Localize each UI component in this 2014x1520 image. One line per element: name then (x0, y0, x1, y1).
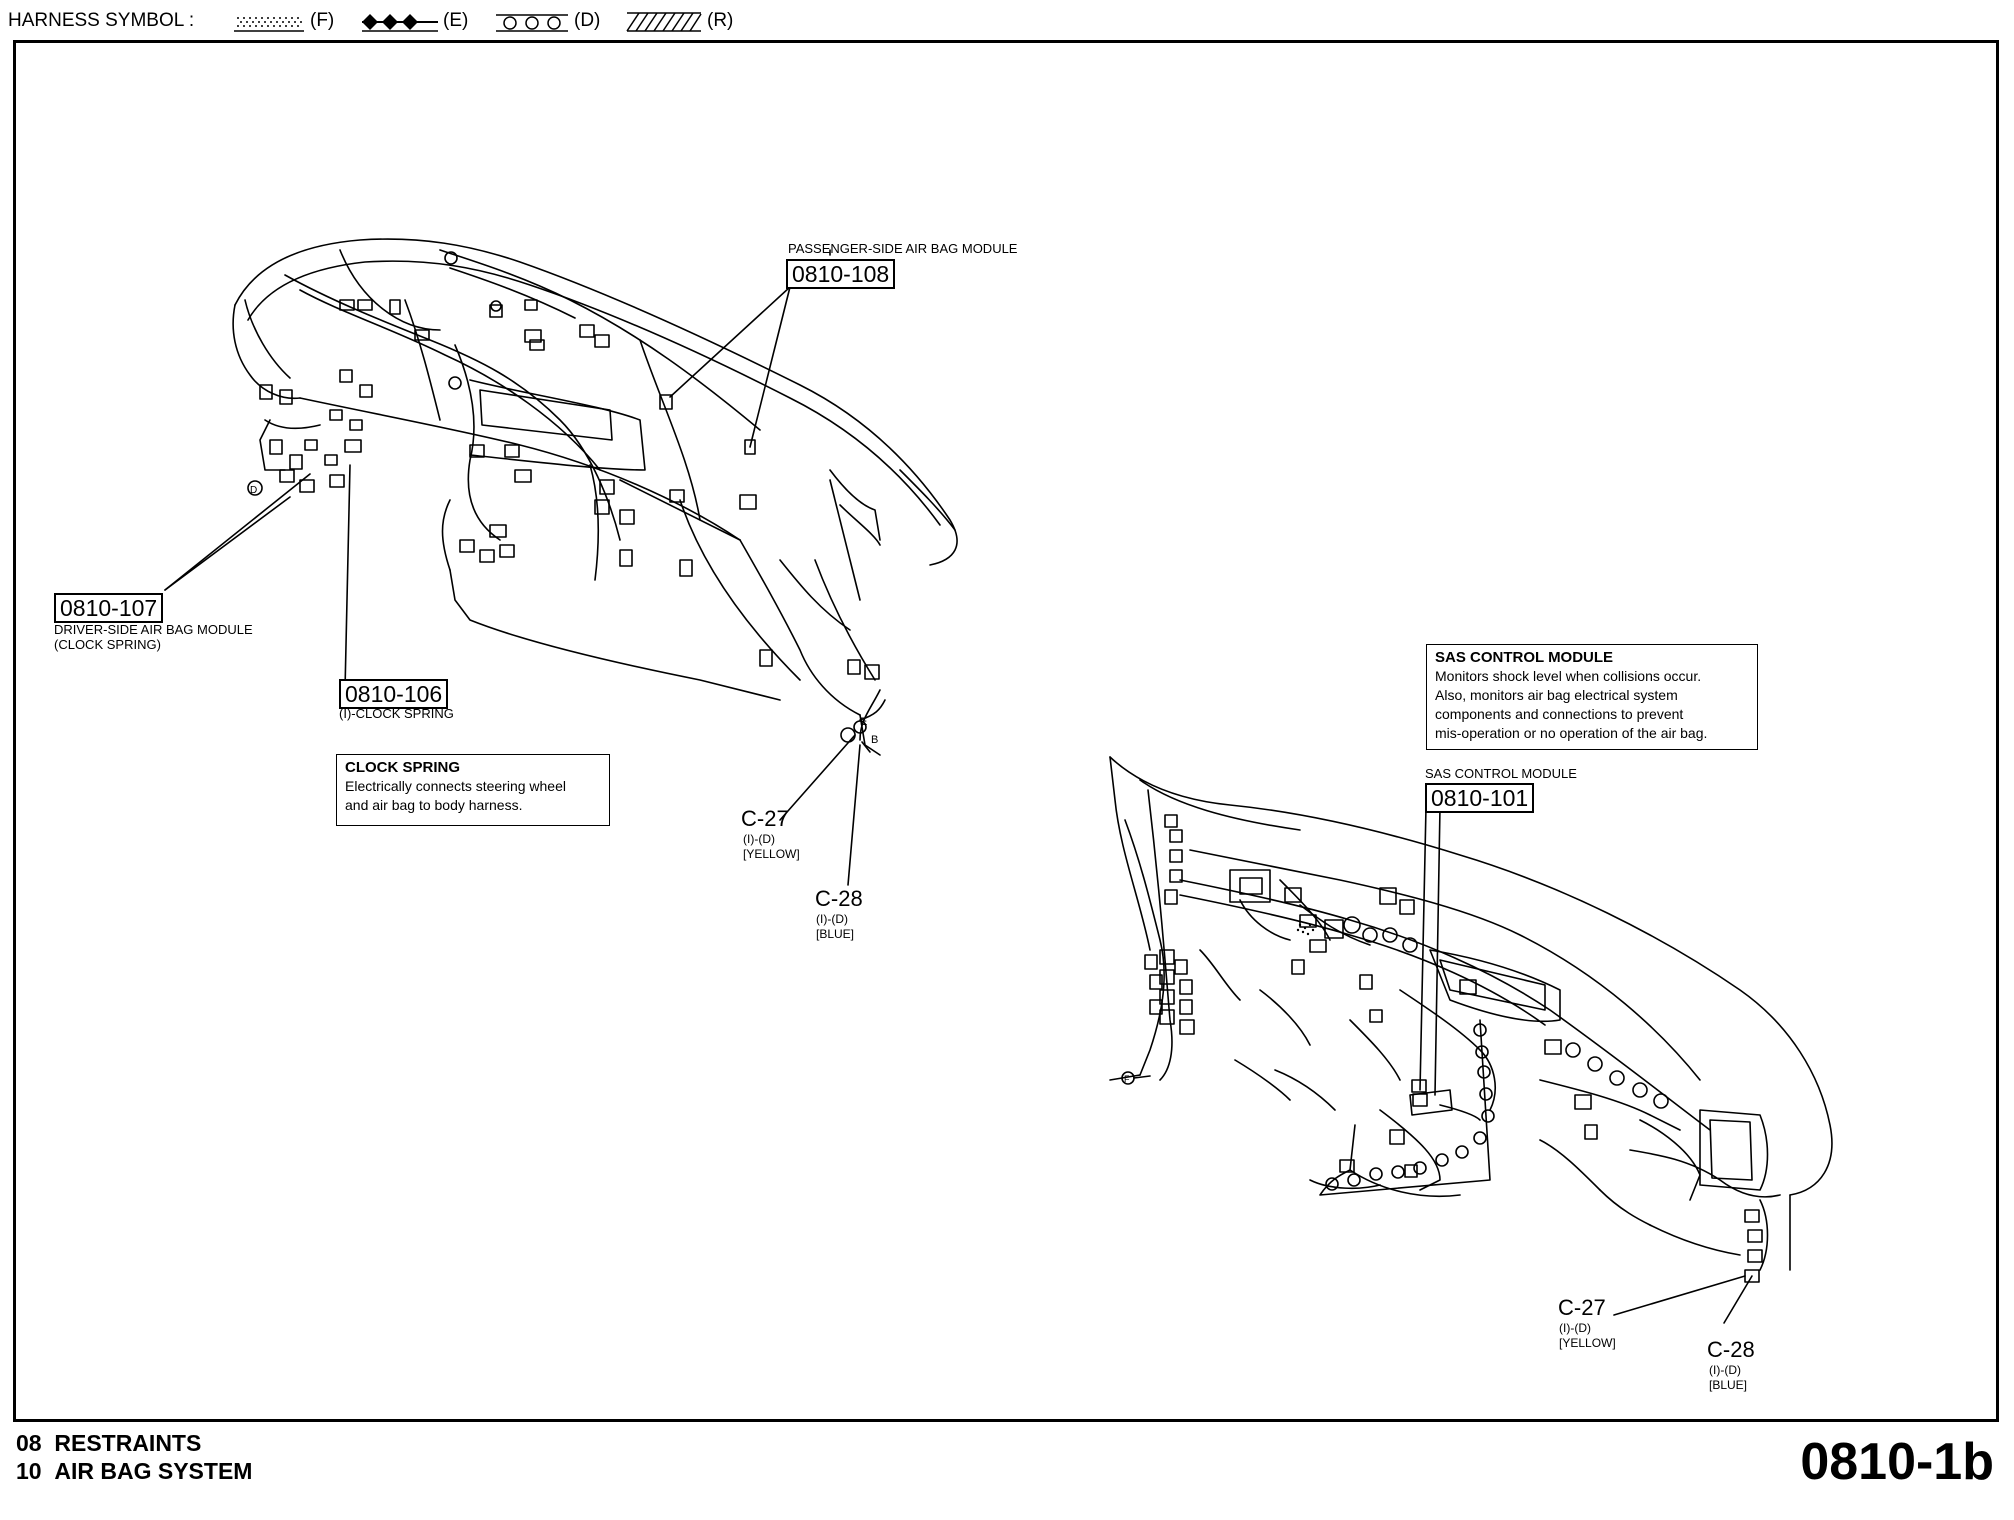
footer-subsection: 10 AIR BAG SYSTEM (16, 1458, 252, 1484)
marker-d-left: D (250, 485, 257, 496)
connector-c27-right-spec: (I)-(D) (1559, 1321, 1591, 1335)
harness-symbol-label: HARNESS SYMBOL : (8, 10, 195, 31)
circle-harness-icon (496, 14, 568, 32)
connector-c27-left-spec: (I)-(D) (743, 832, 775, 846)
marker-f-right: F (1124, 1074, 1130, 1084)
footer-section: 08 RESTRAINTS (16, 1430, 201, 1456)
clock-spring-info-line-2: and air bag to body harness. (345, 797, 523, 813)
diamond-harness-icon (362, 14, 438, 32)
marker-e-left: E (860, 716, 868, 728)
connector-c27-left[interactable]: C-27 (741, 806, 789, 831)
connector-c27-right[interactable]: C-27 (1558, 1295, 1606, 1320)
connector-c28-left-color: [BLUE] (816, 927, 855, 941)
driver-module-caption: DRIVER-SIDE AIR BAG MODULE (54, 622, 253, 637)
clock-spring-caption: (I)-CLOCK SPRING (339, 706, 454, 721)
driver-module-code[interactable]: 0810-107 (54, 593, 164, 623)
connector-c28-left[interactable]: C-28 (815, 886, 863, 911)
passenger-module-caption: PASSENGER-SIDE AIR BAG MODULE (788, 241, 1018, 256)
connector-c28-right[interactable]: C-28 (1707, 1337, 1755, 1362)
sas-info-line-4: mis-operation or no operation of the air… (1435, 725, 1708, 741)
sas-info-box: SAS CONTROL MODULE Monitors shock level … (1426, 644, 1758, 750)
harness-code-e: (E) (443, 10, 469, 31)
footer-section-number: 08 (16, 1430, 42, 1456)
diagram-frame (13, 40, 1999, 1422)
connector-c27-left-color: [YELLOW] (743, 847, 800, 861)
sas-info-line-2: Also, monitors air bag electrical system (1435, 687, 1678, 703)
clock-spring-info-box: CLOCK SPRING Electrically connects steer… (336, 754, 610, 826)
connector-c28-right-color: [BLUE] (1709, 1378, 1748, 1392)
connector-c27-right-color: [YELLOW] (1559, 1336, 1616, 1350)
connector-c28-right-spec: (I)-(D) (1709, 1363, 1741, 1377)
sas-info-title: SAS CONTROL MODULE (1435, 649, 1614, 666)
harness-code-r: (R) (707, 10, 734, 31)
sas-module-caption: SAS CONTROL MODULE (1425, 766, 1577, 781)
page-number: 0810-1b (1800, 1433, 1994, 1491)
footer-section-title: RESTRAINTS (54, 1430, 202, 1456)
dotted-harness-icon (234, 14, 304, 32)
connector-c28-left-spec: (I)-(D) (816, 912, 848, 926)
harness-code-f: (F) (310, 10, 335, 31)
clock-spring-info-title: CLOCK SPRING (345, 759, 461, 776)
clock-spring-info-line-1: Electrically connects steering wheel (345, 778, 566, 794)
driver-module-subcaption: (CLOCK SPRING) (54, 637, 161, 652)
hatched-harness-icon (626, 12, 702, 32)
marker-b-left: B (871, 734, 879, 746)
clock-spring-code[interactable]: 0810-106 (339, 679, 449, 709)
harness-code-d: (D) (574, 10, 601, 31)
footer-subsection-title: AIR BAG SYSTEM (54, 1458, 253, 1484)
sas-info-line-1: Monitors shock level when collisions occ… (1435, 668, 1702, 684)
sas-info-line-3: components and connections to prevent (1435, 706, 1684, 722)
footer-subsection-number: 10 (16, 1458, 42, 1484)
sas-module-code[interactable]: 0810-101 (1425, 783, 1535, 813)
passenger-module-code[interactable]: 0810-108 (786, 259, 896, 289)
